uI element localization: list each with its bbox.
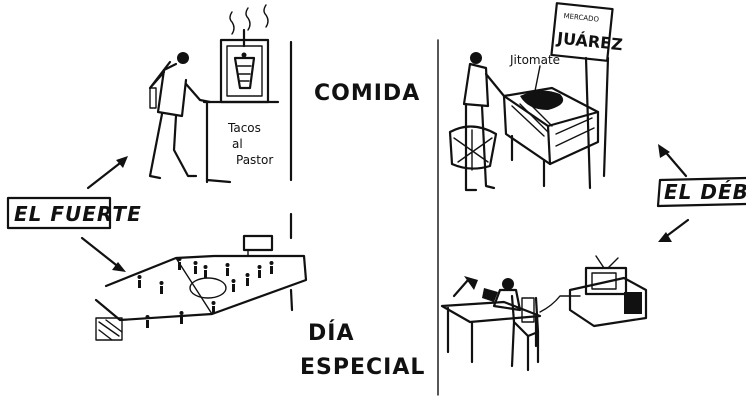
el-fuerte-label: EL FUERTE <box>14 202 142 226</box>
especial-label: ESPECIAL <box>300 355 425 380</box>
el-debil-box <box>656 176 746 208</box>
comida-label: COMIDA <box>314 81 420 106</box>
arrow-debil-up <box>658 144 688 178</box>
left-divider <box>289 40 294 312</box>
arrow-debil-down <box>658 218 690 242</box>
soccer-field-scene <box>94 234 308 341</box>
jitomate-label: Jitomate <box>509 53 560 67</box>
el-fuerte-box <box>6 196 112 230</box>
dia-label: DÍA <box>308 320 354 346</box>
tacos-label-line3: Pastor <box>236 153 273 167</box>
taco-stand-scene <box>148 4 280 184</box>
market-scene <box>448 2 614 192</box>
home-scene <box>440 255 648 372</box>
el-debil-label: EL DÉBIL <box>664 180 746 204</box>
arrow-fuerte-down <box>80 236 126 272</box>
tacos-label-line2: al <box>232 137 243 151</box>
juarez-sign-label: JUÁREZ <box>555 28 623 54</box>
tacos-label-line1: Tacos <box>227 121 261 135</box>
arrow-fuerte-up <box>86 156 128 190</box>
mercado-sign-label: MERCADO <box>563 12 600 24</box>
